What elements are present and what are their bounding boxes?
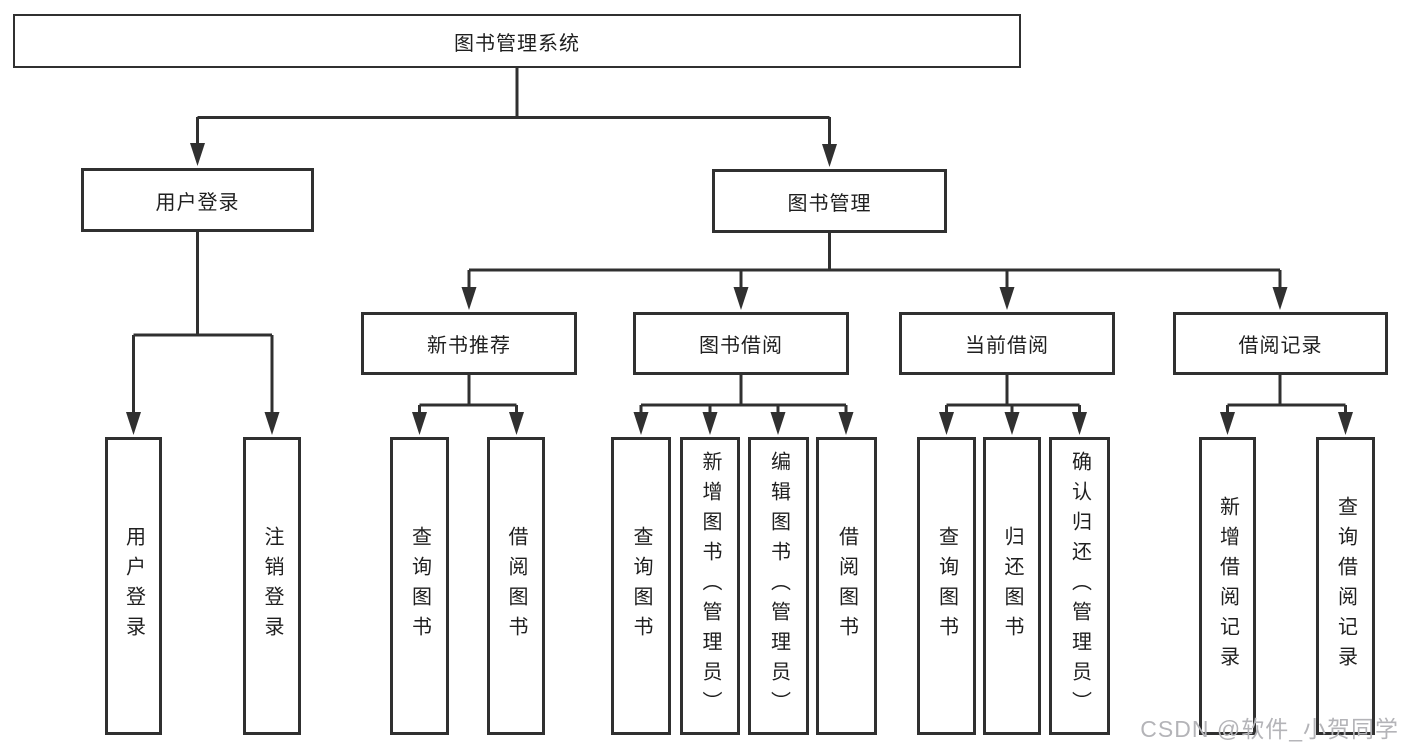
node-book-management: 图书管理 bbox=[712, 169, 947, 233]
node-return-book: 归还图书 bbox=[983, 437, 1041, 735]
node-library-system: 图书管理系统 bbox=[13, 14, 1021, 68]
node-label: 用户登录 bbox=[122, 526, 145, 646]
node-label: 归还图书 bbox=[1001, 526, 1023, 646]
node-add-borrow-record: 新增借阅记录 bbox=[1199, 437, 1256, 735]
node-label: 查询图书 bbox=[630, 526, 652, 646]
node-label: 编辑图书（管理员） bbox=[767, 451, 790, 721]
node-label: 图书管理 bbox=[787, 192, 872, 215]
node-add-book-admin: 新增图书（管理员） bbox=[680, 437, 740, 735]
node-label: 注销登录 bbox=[261, 526, 283, 646]
node-user-login-leaf: 用户登录 bbox=[105, 437, 162, 735]
node-label: 借阅记录 bbox=[1238, 335, 1323, 357]
node-query-books-recommend: 查询图书 bbox=[390, 437, 449, 735]
node-borrowing-records: 借阅记录 bbox=[1173, 312, 1388, 375]
node-label: 新增图书（管理员） bbox=[699, 451, 721, 721]
node-book-borrowing: 图书借阅 bbox=[633, 312, 849, 375]
node-logout: 注销登录 bbox=[243, 437, 301, 735]
node-user-login: 用户登录 bbox=[81, 168, 314, 232]
node-label: 新书推荐 bbox=[427, 335, 511, 357]
node-label: 用户登录 bbox=[155, 191, 240, 214]
node-label: 查询借阅记录 bbox=[1334, 496, 1357, 676]
node-label: 图书管理系统 bbox=[454, 32, 580, 55]
node-query-borrow-record: 查询借阅记录 bbox=[1316, 437, 1375, 735]
node-label: 借阅图书 bbox=[505, 526, 527, 646]
node-query-books-current: 查询图书 bbox=[917, 437, 976, 735]
node-current-borrowing: 当前借阅 bbox=[899, 312, 1115, 375]
arrowheads bbox=[126, 143, 1353, 435]
node-query-books-borrowing: 查询图书 bbox=[611, 437, 671, 735]
node-label: 当前借阅 bbox=[965, 335, 1049, 357]
node-label: 图书借阅 bbox=[699, 335, 783, 357]
node-confirm-return-admin: 确认归还（管理员） bbox=[1049, 437, 1110, 735]
node-label: 查询图书 bbox=[408, 526, 431, 646]
node-label: 借阅图书 bbox=[835, 526, 858, 646]
node-label: 新增借阅记录 bbox=[1216, 496, 1239, 676]
csdn-watermark: CSDN @软件_小贺同学 bbox=[1140, 716, 1399, 742]
node-label: 查询图书 bbox=[935, 526, 958, 646]
node-new-book-recommend: 新书推荐 bbox=[361, 312, 577, 375]
node-borrow-books-recommend: 借阅图书 bbox=[487, 437, 545, 735]
node-label: 确认归还（管理员） bbox=[1068, 451, 1091, 721]
node-edit-book-admin: 编辑图书（管理员） bbox=[748, 437, 809, 735]
node-borrow-books-leaf: 借阅图书 bbox=[816, 437, 877, 735]
